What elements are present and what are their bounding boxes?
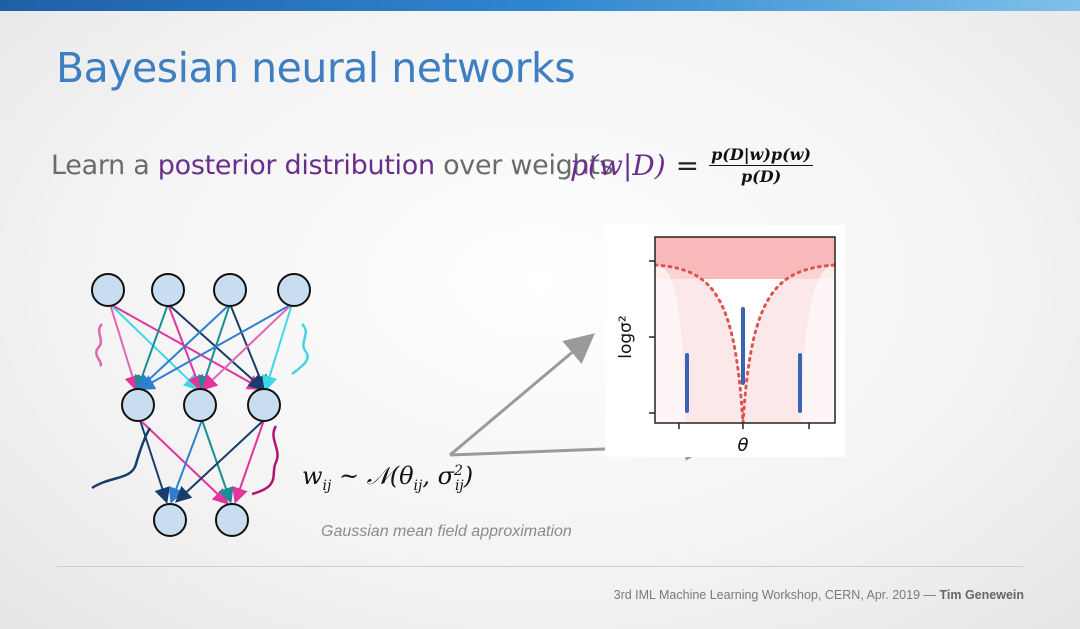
equation-lhs: p(w|D) [570,149,666,182]
squiggle-magenta-right [251,425,279,496]
equation-equals: = [675,149,700,182]
node-input-2 [151,273,185,307]
plot-envelope-left-inner [655,265,685,423]
squiggle-pink-left [95,323,103,367]
edge [232,419,265,504]
formula-sub-sigma: ij [454,477,464,494]
equation-fraction: p(D|w)p(w) p(D) [709,145,813,186]
node-hidden-3 [247,388,281,422]
slide-title: Bayesian neural networks [56,44,576,92]
arrow-to-axis-y [449,333,595,457]
formula-w: w [302,462,323,490]
x-axis-label: θ [737,435,748,456]
equation-denominator: p(D) [740,167,782,186]
squiggle-cyan-right [291,323,309,376]
formula-sigma: , σ [422,462,455,490]
top-accent-bar [0,0,1080,11]
x-ticks [678,423,810,429]
node-output-1 [153,503,187,537]
node-hidden-2 [183,388,217,422]
bayes-equation: p(w|D) = p(D|w)p(w) p(D) [570,145,813,186]
node-input-4 [277,273,311,307]
edge [261,303,293,392]
squiggle-navy-left [91,427,152,490]
node-input-1 [91,273,125,307]
edge [137,303,231,391]
lead-prefix: Learn a [51,150,158,181]
posterior-plot: logσ² θ [605,225,845,457]
formula-sub-ij: ij [322,477,332,494]
node-hidden-1 [121,388,155,422]
footer-divider [57,566,1023,567]
node-input-3 [213,273,247,307]
y-ticks [649,260,655,414]
formula-close: ) [463,462,474,490]
lead-highlight: posterior distribution [157,150,435,181]
edge [138,303,293,390]
footer: 3rd IML Machine Learning Workshop, CERN,… [614,588,1024,602]
node-output-2 [215,503,249,537]
edge [109,303,141,392]
plot-dotted-curve [655,263,835,423]
formula-normal: ~ 𝒩(θ [331,462,414,490]
plot-envelope-right-inner [801,265,835,423]
edge [139,419,229,505]
y-axis-label: logσ² [616,315,636,359]
weight-distribution-formula: wij ~ 𝒩(θij, σ2ij) [302,462,473,494]
footer-event: 3rd IML Machine Learning Workshop, CERN,… [613,588,940,602]
caption: Gaussian mean field approximation [321,523,572,540]
plot-point-clusters [685,307,802,413]
edge [201,303,293,391]
edge [175,419,265,503]
plot-frame [654,236,836,424]
formula-sup-2: 2 [454,463,463,479]
lead-suffix: over weights [434,150,614,181]
edge [168,419,203,504]
equation-numerator: p(D|w)p(w) [709,145,813,166]
neural-network-diagram [91,273,311,537]
edge [201,419,234,504]
formula-sub-theta: ij [413,477,423,494]
footer-author: Tim Genewein [939,588,1024,602]
lead-sentence: Learn a posterior distribution over weig… [51,150,614,181]
edge [139,419,170,504]
